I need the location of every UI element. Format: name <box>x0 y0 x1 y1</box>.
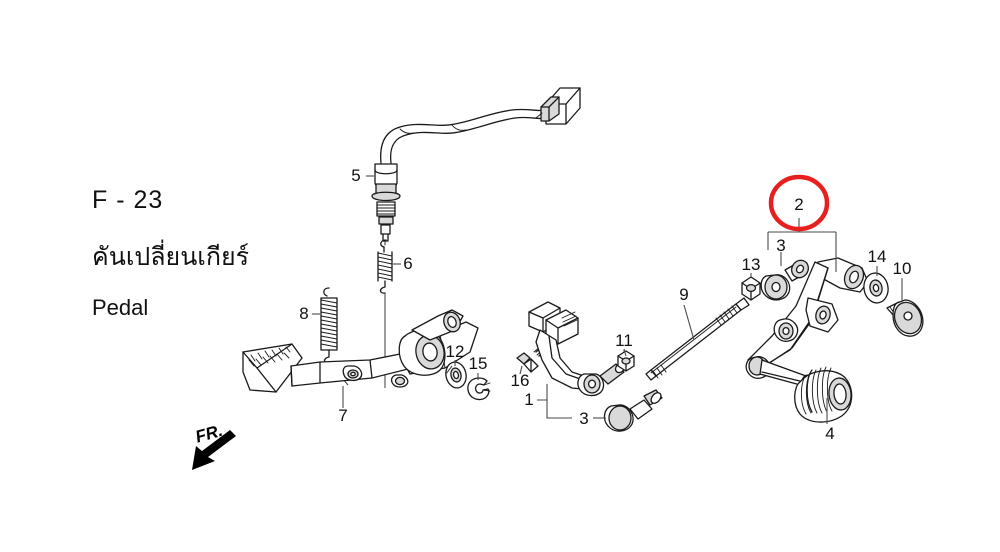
pedal-pivot-boss <box>398 329 446 376</box>
callout-15: 15 <box>468 354 488 373</box>
part-7-brake-pedal <box>242 309 479 408</box>
callout-10: 10 <box>892 259 912 278</box>
diagram-code: F - 23 <box>92 186 164 214</box>
callout-11: 11 <box>615 331 633 350</box>
part-11-lock-nut <box>617 348 635 372</box>
callout-7: 7 <box>338 406 348 425</box>
callout-14: 14 <box>867 247 887 266</box>
arm-ball-joint <box>577 362 626 397</box>
part-1-gearshift-arm <box>528 301 626 419</box>
part-9-connecting-rod <box>645 297 750 381</box>
callout-9: 9 <box>679 285 689 304</box>
callout-3-center: 3 <box>579 409 589 428</box>
highlight-ellipse <box>768 174 830 232</box>
part-2-gearshift-lever <box>745 218 869 388</box>
callout-6: 6 <box>403 254 413 273</box>
title-block: F - 23 คันเปลี่ยนเกียร์ Pedal <box>92 186 352 321</box>
callout-5: 5 <box>351 166 361 185</box>
part-10-flange-bolt <box>886 278 924 337</box>
callout-8: 8 <box>299 304 309 323</box>
part-12-plain-washer <box>445 360 467 389</box>
callout-13: 13 <box>741 255 761 274</box>
callout-12: 12 <box>445 342 465 361</box>
part-14-washer <box>863 266 889 304</box>
part-3-joint-ball-center <box>593 389 663 432</box>
callout-4: 4 <box>825 424 835 443</box>
callout-2: 2 <box>794 195 804 214</box>
part-15-circlip <box>467 373 491 401</box>
callout-16: 16 <box>510 371 530 390</box>
callout-3-right: 3 <box>776 236 786 255</box>
diagram-title-english: Pedal <box>92 295 149 320</box>
part-5-neutral-switch <box>366 87 581 246</box>
callout-1: 1 <box>524 390 534 409</box>
part-4-pedal-rubber <box>794 366 853 424</box>
part-13-hex-nut <box>741 273 761 301</box>
fr-direction-arrow <box>192 430 236 470</box>
diagram-title-thai: คันเปลี่ยนเกียร์ <box>92 242 250 271</box>
harness-connector <box>535 87 581 125</box>
part-3-joint-ball-right <box>760 252 809 301</box>
